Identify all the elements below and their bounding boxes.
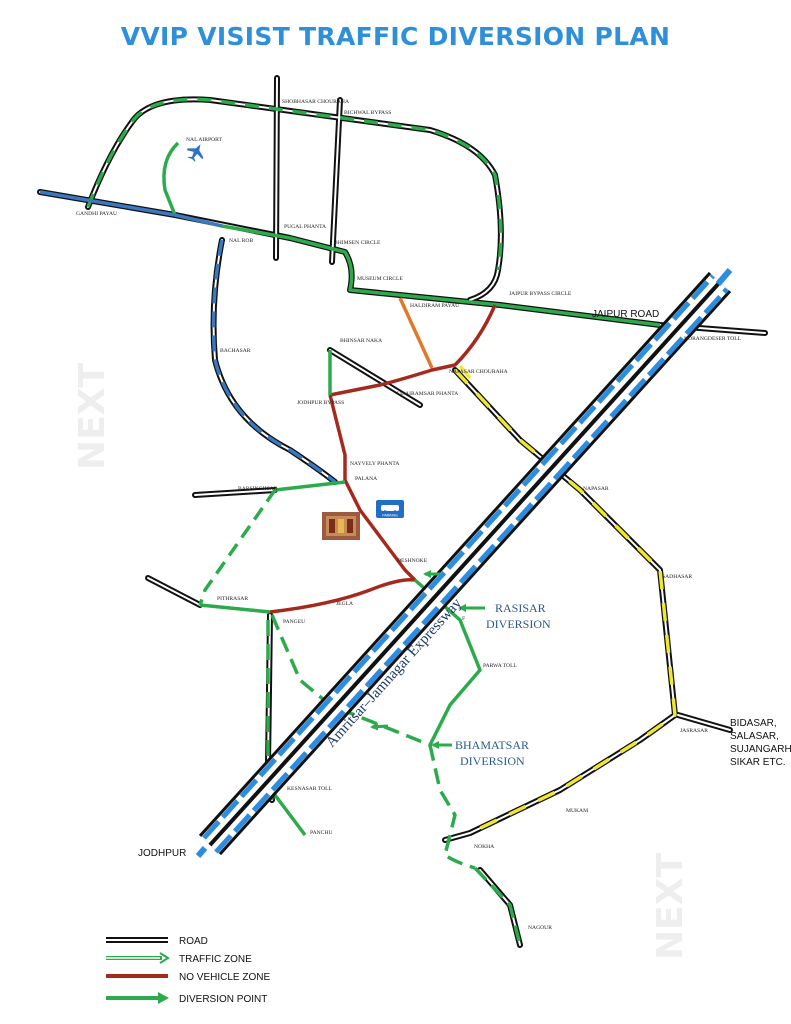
road-outer-ring <box>85 96 504 303</box>
route-red-palana <box>328 394 417 582</box>
svg-text:TRAFFIC ZONE: TRAFFIC ZONE <box>179 954 252 965</box>
label-destination-1: BIDASAR, <box>730 718 777 729</box>
label-jasrasar: JASRASAR <box>680 728 708 734</box>
label-panchu: PANCHU <box>310 830 333 836</box>
label-gandhi-payau: GANDHI PAYAU <box>76 211 117 217</box>
label-palana: PALANA <box>355 476 377 482</box>
label-jegla: JEGLA <box>336 601 353 607</box>
label-bichwal: BICHWAL BYPASS <box>344 110 391 116</box>
route-blue-main <box>39 190 223 228</box>
label-nagour: NAGOUR <box>528 925 552 931</box>
watermark-text: NEXT <box>72 363 113 470</box>
label-parwa-toll: PARWA TOLL <box>483 663 518 669</box>
label-pugal: PUGAL PHANTA <box>284 224 326 230</box>
route-green-west-link <box>198 488 277 606</box>
airplane-icon <box>186 144 204 162</box>
svg-text:DIVERSION POINT: DIVERSION POINT <box>179 994 267 1005</box>
route-green-nagour <box>473 866 522 946</box>
label-shobhasar: SHOBHASAR CHOURAHA <box>282 99 349 105</box>
legend-diversion-point: DIVERSION POINT <box>106 992 267 1005</box>
label-expressway: Amritsar–Jamnagar Expressway <box>323 595 465 751</box>
label-haldiram: HALDIRAM PAYAU <box>410 303 459 309</box>
label-sadhasar: SADHASAR <box>662 574 692 580</box>
road-bachasar <box>210 237 338 485</box>
route-green-nokha <box>428 744 476 870</box>
route-yellow-spur <box>458 364 472 380</box>
legend-traffic-zone: TRAFFIC ZONE <box>106 952 252 965</box>
route-orange-haldiram <box>398 297 434 369</box>
label-nal-rob: NAL ROB <box>229 238 253 244</box>
label-udairamsar: UDAIRAMSAR PHANTA <box>397 391 458 397</box>
route-green-bhamatsar <box>270 614 431 747</box>
venue-photo-icon <box>322 512 360 540</box>
label-bhinsar: BHINSAR NAKA <box>340 338 382 344</box>
label-deshnoke: DESHNOKE <box>397 558 428 564</box>
label-napasar: NAPASAR <box>583 486 609 492</box>
label-destination-3: SUJANGARH, <box>730 744 791 755</box>
label-barsinghsar: BARSINGHSAR <box>238 486 278 492</box>
route-blue-bachasar <box>211 239 337 484</box>
label-bhamatsar-2: DIVERSION <box>460 754 525 768</box>
label-f-marker: F <box>462 616 465 622</box>
parking-label: PARKING <box>382 514 398 518</box>
map-title: VVIP VISIST TRAFFIC DIVERSION PLAN <box>120 22 671 51</box>
svg-text:ROAD: ROAD <box>179 936 208 947</box>
label-nal-airport: NAL AIRPORT <box>186 137 223 143</box>
label-norangdeser: NORANGDESER TOLL <box>684 336 742 342</box>
label-kesnasar: KESNASAR TOLL <box>287 786 333 792</box>
route-green-main <box>221 224 661 327</box>
label-pangeu: PANGEU <box>283 619 305 625</box>
label-jodhpur: JODHPUR <box>138 848 186 859</box>
label-bhimsen: BHIMSEN CIRCLE <box>334 240 381 246</box>
expressway <box>195 268 733 858</box>
route-red-upper <box>329 304 497 397</box>
airport-spur <box>162 141 180 216</box>
route-green-barsinghsar <box>274 480 346 492</box>
watermark-text: NEXT <box>650 853 691 960</box>
label-napasar-chouraha: NAPASAR CHOURAHA <box>449 369 508 375</box>
label-jaipur-bypass: JAIPUR BYPASS CIRCLE <box>509 291 572 297</box>
label-bachasar: BACHASAR <box>220 348 251 354</box>
label-jodhpur-bypass: JODHPUR BYPASS <box>297 400 344 406</box>
diversion-labels: RASISAR DIVERSION BHAMATSAR DIVERSION <box>455 601 551 768</box>
svg-text:NO VEHICLE ZONE: NO VEHICLE ZONE <box>179 972 270 983</box>
label-pithrasar: PITHRASAR <box>217 596 248 602</box>
label-nokha: NOKHA <box>474 844 494 850</box>
route-green-pithrasar <box>199 603 271 614</box>
legend-road: ROAD <box>106 936 208 947</box>
route-yellow-napasar <box>453 368 677 835</box>
diversion-arrow-west <box>370 722 389 731</box>
diversion-arrows <box>370 570 485 749</box>
label-destination-4: SIKAR ETC. <box>730 757 786 768</box>
ring-green-dashes <box>86 97 503 271</box>
route-overlays <box>39 97 677 946</box>
watermark-right: NEXT <box>650 853 691 960</box>
parking-car-icon: PARKING <box>376 500 404 518</box>
label-jaipur-road: JAIPUR ROAD <box>592 309 659 320</box>
legend-no-vehicle-zone: NO VEHICLE ZONE <box>106 972 270 983</box>
label-rasisar-2: DIVERSION <box>486 617 551 631</box>
legend: ROAD TRAFFIC ZONE NO VEHICLE ZONE DIVERS… <box>106 936 270 1005</box>
label-mukam: MUKAM <box>566 808 588 814</box>
route-green-panchu <box>273 793 307 837</box>
watermark-left: NEXT <box>72 363 113 470</box>
label-bhamatsar-1: BHAMATSAR <box>455 738 529 752</box>
route-red-jegla <box>269 577 416 614</box>
label-destination-2: SALASAR, <box>730 731 779 742</box>
label-museum: MUSEUM CIRCLE <box>357 276 403 282</box>
road-nagour <box>477 867 523 948</box>
label-nayvely: NAYVELY PHANTA <box>350 461 399 467</box>
label-rasisar-1: RASISAR <box>495 601 546 615</box>
place-labels: SHOBHASAR CHOURAHA BICHWAL BYPASS NAL AI… <box>76 99 742 931</box>
